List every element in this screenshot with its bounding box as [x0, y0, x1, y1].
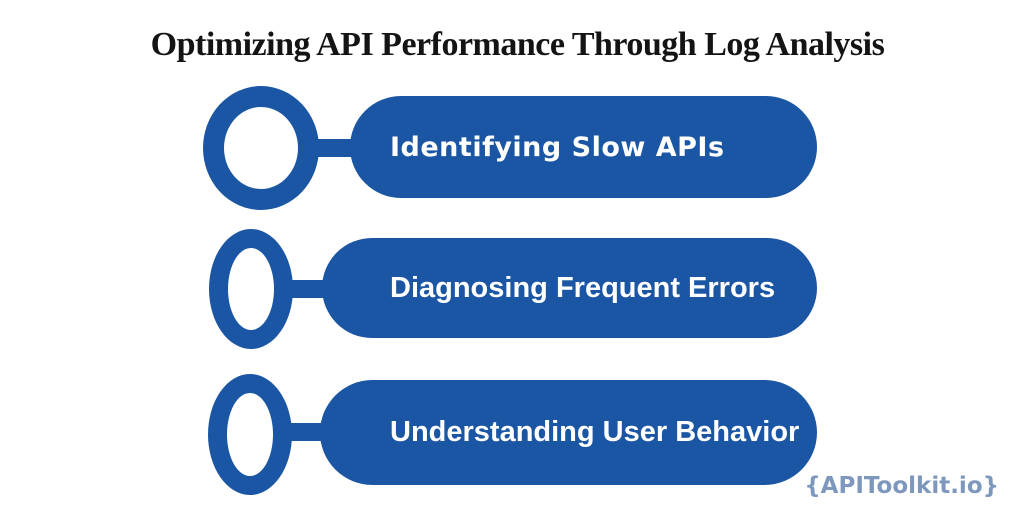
- brand-watermark: {APIToolkit.io}: [804, 473, 999, 499]
- step-row: Understanding User Behavior: [0, 374, 1021, 495]
- step-connector-line: [284, 423, 328, 441]
- page-title: Optimizing API Performance Through Log A…: [150, 26, 885, 63]
- step-ring-icon: [203, 86, 319, 210]
- step-connector-line: [312, 139, 356, 157]
- step-ring-icon: [208, 374, 292, 495]
- step-row: Diagnosing Frequent Errors: [0, 229, 1021, 349]
- step-pill: Understanding User Behavior: [320, 380, 817, 485]
- step-pill: Diagnosing Frequent Errors: [322, 238, 817, 338]
- step-label: Diagnosing Frequent Errors: [390, 271, 776, 304]
- step-ring-icon: [209, 229, 293, 349]
- step-row: Identifying Slow APIs: [0, 86, 1021, 210]
- step-pill: Identifying Slow APIs: [350, 96, 817, 198]
- step-connector-line: [285, 280, 329, 298]
- step-label: Understanding User Behavior: [390, 416, 800, 448]
- step-label: Identifying Slow APIs: [390, 131, 725, 163]
